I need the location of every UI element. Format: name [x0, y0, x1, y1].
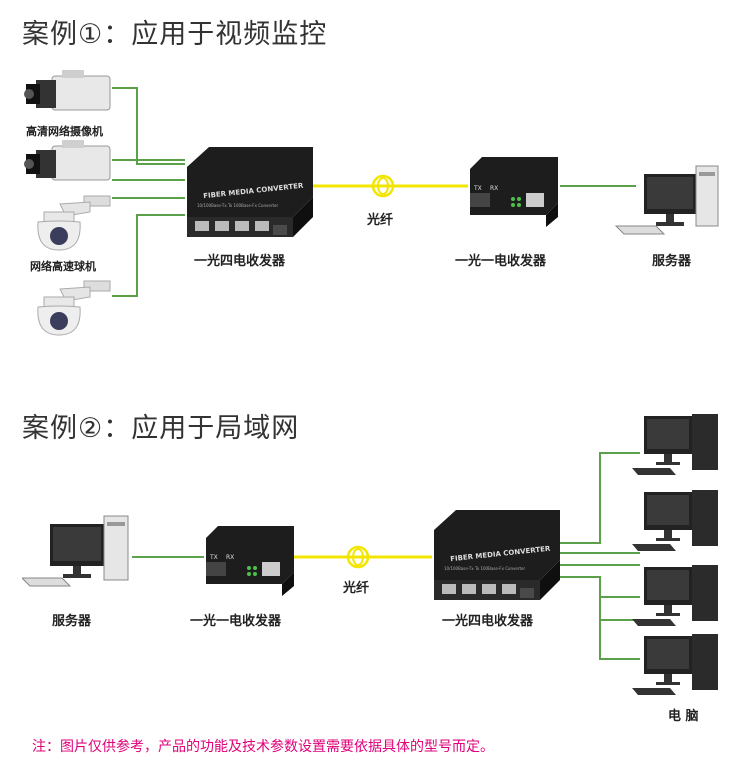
converter-4port-icon: [187, 147, 313, 237]
dome-camera-icon: [37, 195, 111, 251]
dome-label: 网络高速球机: [30, 260, 96, 273]
fiber-1x4-converter: FIBER MEDIA CONVERTER 10/100Base-Tx To 1…: [185, 145, 315, 240]
case2-converter-right-label: 一光四电收发器: [442, 614, 534, 629]
fiber-1x1-converter: TX RX: [204, 524, 296, 596]
case2-pc-label: 电 脑: [668, 709, 699, 724]
server-pc-icon: [614, 165, 719, 235]
case1-title: 案例①：应用于视频监控: [22, 19, 328, 50]
camera-label: 高清网络摄像机: [26, 125, 103, 138]
fiber-coil-icon: [371, 174, 395, 198]
case2-server-label: 服务器: [52, 614, 92, 629]
case1-converter-right-label: 一光一电收发器: [455, 254, 547, 269]
ip-camera-icon: [24, 70, 111, 111]
tx-label: TX: [210, 554, 218, 561]
rx-label: RX: [490, 185, 499, 192]
case2-title: 案例②：应用于局域网: [22, 413, 300, 444]
fiber-1x4-converter: FIBER MEDIA CONVERTER 10/100Base-Tx To 1…: [432, 508, 562, 603]
converter-subtitle: 10/100Base-Tx To 100Base-Fx Converter: [444, 566, 526, 571]
case1-fiber-label: 光纤: [367, 213, 394, 228]
converter-subtitle: 10/100Base-Tx To 100Base-Fx Converter: [197, 203, 279, 208]
case1-server-label: 服务器: [652, 254, 692, 269]
converter-1port-icon: [206, 526, 294, 596]
server-pc-icon: [22, 515, 129, 587]
tx-label: TX: [474, 185, 482, 192]
ip-camera-icon: [24, 140, 111, 181]
fiber-coil-icon: [346, 545, 370, 569]
client-pc-icon: [632, 634, 718, 695]
converter-4port-icon: [434, 510, 560, 600]
client-pc-icon: [632, 490, 718, 551]
case2-converter-left-label: 一光一电收发器: [190, 614, 282, 629]
disclaimer-note: 注：图片仅供参考，产品的功能及技术参数设置需要依据具体的型号而定。: [32, 739, 494, 755]
client-pc-icon: [632, 565, 718, 626]
case2-fiber-label: 光纤: [343, 581, 370, 596]
rx-label: RX: [226, 554, 235, 561]
client-pc-icon: [632, 414, 718, 475]
fiber-1x1-converter: TX RX: [468, 155, 560, 227]
case1-converter-left-label: 一光四电收发器: [194, 254, 286, 269]
converter-1port-icon: [470, 157, 558, 227]
dome-camera-icon: [37, 280, 111, 336]
